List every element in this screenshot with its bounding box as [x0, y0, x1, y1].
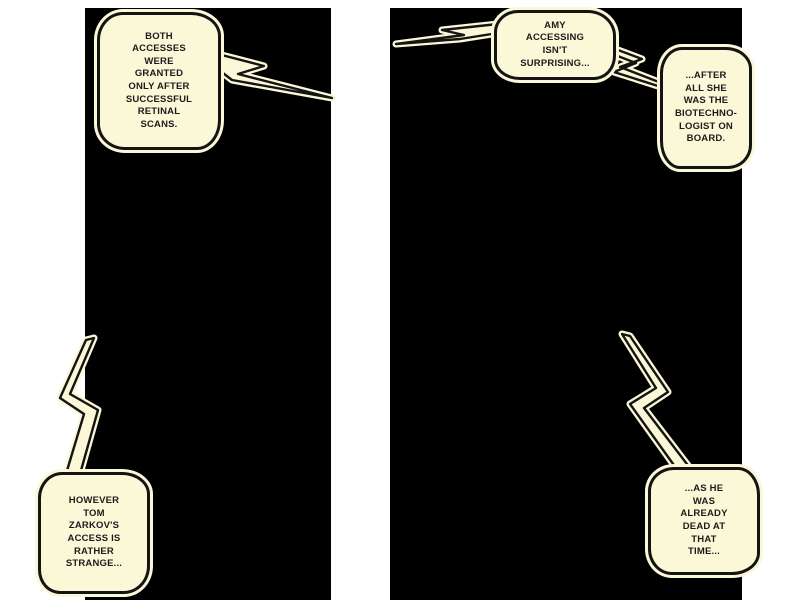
- speech-text: AMY ACCESSING ISN'T SURPRISING...: [520, 19, 590, 69]
- speech-text: ...AFTER ALL SHE WAS THE BIOTECHNO- LOGI…: [674, 70, 738, 145]
- speech-tail-zigzag-up-right: [618, 330, 694, 472]
- speech-tail-zigzag-up-left: [56, 334, 102, 478]
- speech-bubble-already-dead: ...AS HE WAS ALREADY DEAD AT THAT TIME..…: [648, 467, 760, 575]
- speech-bubble-retinal-scans: BOTH ACCESSES WERE GRANTED ONLY AFTER SU…: [97, 12, 221, 150]
- speech-bubble-zarkov-access: HOWEVER TOM ZARKOV'S ACCESS IS RATHER ST…: [38, 472, 150, 594]
- speech-bubble-biotechnologist: ...AFTER ALL SHE WAS THE BIOTECHNO- LOGI…: [660, 47, 752, 169]
- speech-text: BOTH ACCESSES WERE GRANTED ONLY AFTER SU…: [125, 30, 193, 130]
- speech-text: HOWEVER TOM ZARKOV'S ACCESS IS RATHER ST…: [65, 495, 123, 570]
- speech-tail-zigzag-left: [392, 20, 502, 48]
- speech-bubble-amy-accessing: AMY ACCESSING ISN'T SURPRISING...: [494, 10, 616, 80]
- speech-tail-zigzag-right: [206, 48, 336, 102]
- speech-text: ...AS HE WAS ALREADY DEAD AT THAT TIME..…: [680, 483, 728, 558]
